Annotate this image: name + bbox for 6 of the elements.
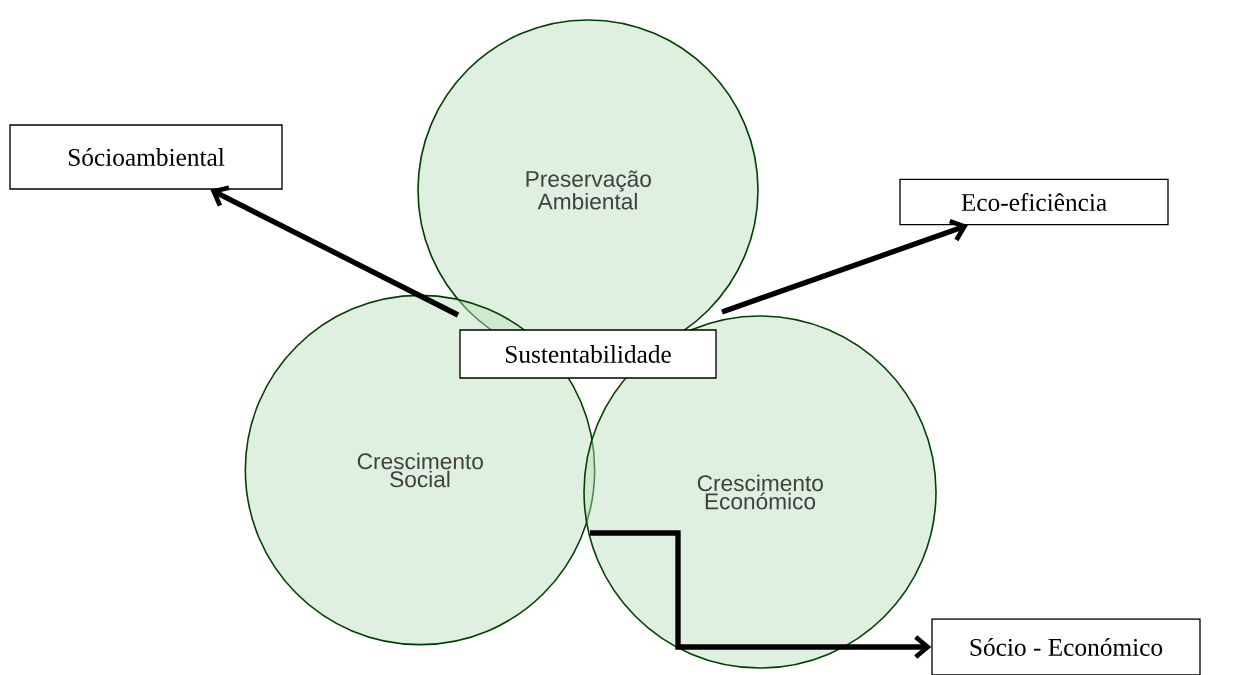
- arrow: [590, 530, 932, 659]
- text-box: Sócioambiental: [9, 124, 283, 190]
- text-box: Sustentabilidade: [459, 329, 717, 379]
- text-box: Eco-eficiência: [899, 178, 1169, 226]
- text-box: Sócio - Económico: [931, 618, 1201, 675]
- arrow: [210, 185, 460, 318]
